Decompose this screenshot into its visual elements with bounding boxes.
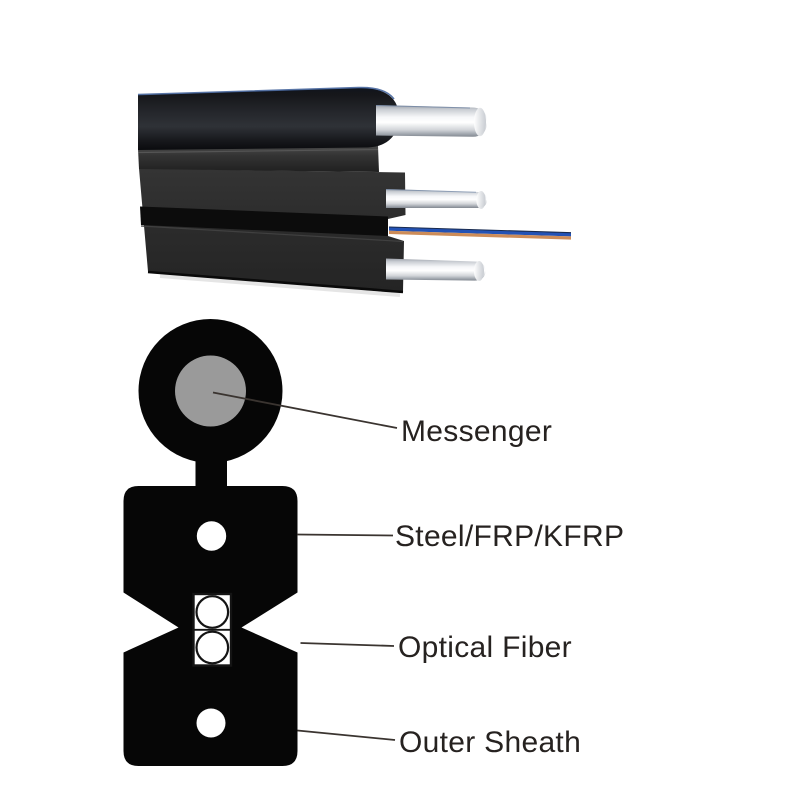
cable-cross-section (123, 319, 298, 766)
messenger-wire-end-cap (474, 107, 486, 137)
label-messenger: Messenger (401, 415, 552, 448)
label-optical-fiber: Optical Fiber (398, 631, 572, 664)
step-highlight-line (138, 148, 379, 154)
optical-fiber-strand-orange (389, 230, 571, 240)
cylinder-blue-edge-highlight (137, 86, 395, 100)
messenger-jacket-cylinder (138, 87, 399, 150)
leader-line-messenger (212, 391, 398, 429)
strength-member-rod-middle (385, 189, 487, 209)
cable-ground-shadow (159, 274, 401, 297)
cross-section-strength-hole-top (196, 521, 227, 551)
leader-line-strength-member (296, 533, 394, 537)
cable-3d-render (137, 86, 572, 297)
messenger-steel-wire-rod (375, 105, 487, 137)
optical-fiber-strand-blue (389, 227, 571, 237)
label-strength-member: Steel/FRP/KFRP (395, 520, 624, 553)
cable-bottom-edge (147, 270, 404, 294)
step-groove-band (138, 146, 379, 172)
label-outer-sheath: Outer Sheath (399, 726, 581, 759)
cross-section-messenger-core (175, 355, 246, 427)
v-groove-band (140, 206, 388, 236)
cross-section-strength-hole-bottom (196, 708, 226, 738)
groove-bottom-highlight (140, 225, 404, 243)
leader-lines (212, 391, 398, 741)
fiber-blue-dark-edge (388, 226, 572, 234)
fiber-circle-bottom (195, 630, 230, 665)
leader-line-optical-fiber (300, 642, 395, 647)
middle-rod-end-cap (476, 191, 486, 209)
cross-section-fiber-unit (192, 592, 233, 667)
fiber-circle-top (195, 595, 230, 629)
strength-member-rod-bottom (386, 258, 486, 281)
cross-section-neck (195, 440, 227, 490)
leader-line-outer-sheath (297, 729, 396, 741)
bottom-rod-end-cap (474, 261, 484, 281)
labels: Messenger Steel/FRP/KFRP Optical Fiber O… (395, 415, 624, 759)
